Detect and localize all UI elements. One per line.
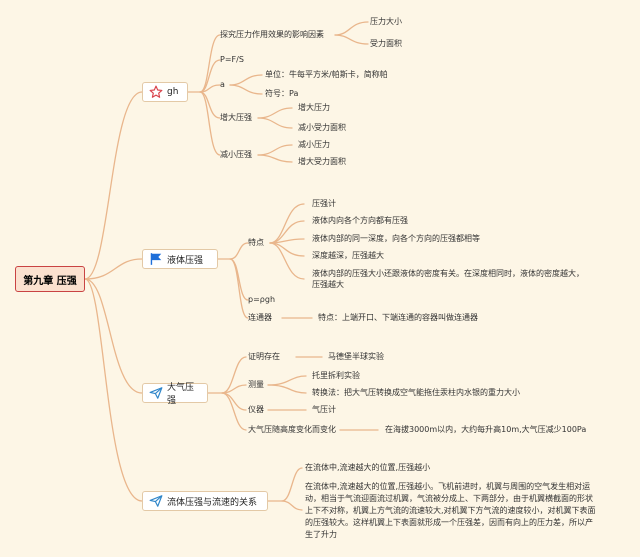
unit-item: 单位：牛每平方米/帕斯卡，简称帕 <box>265 70 388 79</box>
branch-title: 液体压强 <box>167 255 204 266</box>
flag-icon <box>149 252 163 266</box>
factors-label: 探究压力作用效果的影响因素 <box>220 30 324 39</box>
connector-item: 特点：上端开口、下端连通的容器叫做连通器 <box>318 313 478 322</box>
altitude-item: 在海拔3000m以内，大约每升高10m,大气压减少100Pa <box>385 425 587 434</box>
feature-item: 液体内部的压强大小还跟液体的密度有关。在深度相同时，液体的密度越大，压强越大 <box>312 269 584 289</box>
measure-item: 托里拆利实验 <box>312 371 360 380</box>
fluid-item: 在流体中,流速越大的位置,压强越小。飞机前进时，机翼与周围的空气发生相对运动，相… <box>305 482 596 539</box>
features-label: 特点 <box>248 238 264 247</box>
feature-item: 压强计 <box>312 199 336 208</box>
proof-label: 证明存在 <box>248 352 280 361</box>
increase-item: 增大压力 <box>298 103 330 112</box>
branch-pressure-node[interactable]: gh <box>142 82 188 102</box>
decrease-item: 减小压力 <box>298 140 330 149</box>
decrease-label: 减小压强 <box>220 150 252 159</box>
feature-item: 液体内向各个方向都有压强 <box>312 216 408 225</box>
branch-atmosphere-node[interactable]: 大气压强 <box>142 383 208 406</box>
instrument-item: 气压计 <box>312 405 336 414</box>
increase-item: 减小受力面积 <box>298 123 346 132</box>
liquid-formula: p=ρgh <box>248 295 276 304</box>
branch-title: 流体压强与流速的关系 <box>167 497 258 508</box>
altitude-label: 大气压随高度变化而变化 <box>248 425 336 434</box>
instrument-label: 仪器 <box>248 405 264 414</box>
branch-title: 大气压强 <box>167 383 195 406</box>
paper-plane-icon <box>149 386 163 400</box>
decrease-item: 增大受力面积 <box>298 157 346 166</box>
root-node[interactable]: 第九章 压强 <box>15 266 85 292</box>
branch-title: gh <box>167 87 179 97</box>
fluid-item: 在流体中,流速越大的位置,压强越小 <box>305 463 431 472</box>
connector-label: 连通器 <box>248 313 272 322</box>
star-icon <box>149 85 163 99</box>
a-label: a <box>220 80 225 89</box>
measure-item: 转换法：把大气压转换成空气能拖住汞柱内水银的重力大小 <box>312 388 520 397</box>
symbol-item: 符号：Pa <box>265 89 299 98</box>
measure-label: 测量 <box>248 380 264 389</box>
branch-liquid-node[interactable]: 液体压强 <box>142 249 218 269</box>
feature-item: 液体内部的同一深度，向各个方向的压强都相等 <box>312 234 480 243</box>
factor-item: 受力面积 <box>370 39 402 48</box>
feature-item: 深度越深，压强越大 <box>312 251 384 260</box>
branch-fluid-node[interactable]: 流体压强与流速的关系 <box>142 491 268 511</box>
paper-plane-icon <box>149 494 163 508</box>
increase-label: 增大压强 <box>220 113 252 122</box>
formula-label: P=F/S <box>220 55 244 64</box>
factor-item: 压力大小 <box>370 17 402 26</box>
proof-item: 马德堡半球实验 <box>328 352 384 361</box>
